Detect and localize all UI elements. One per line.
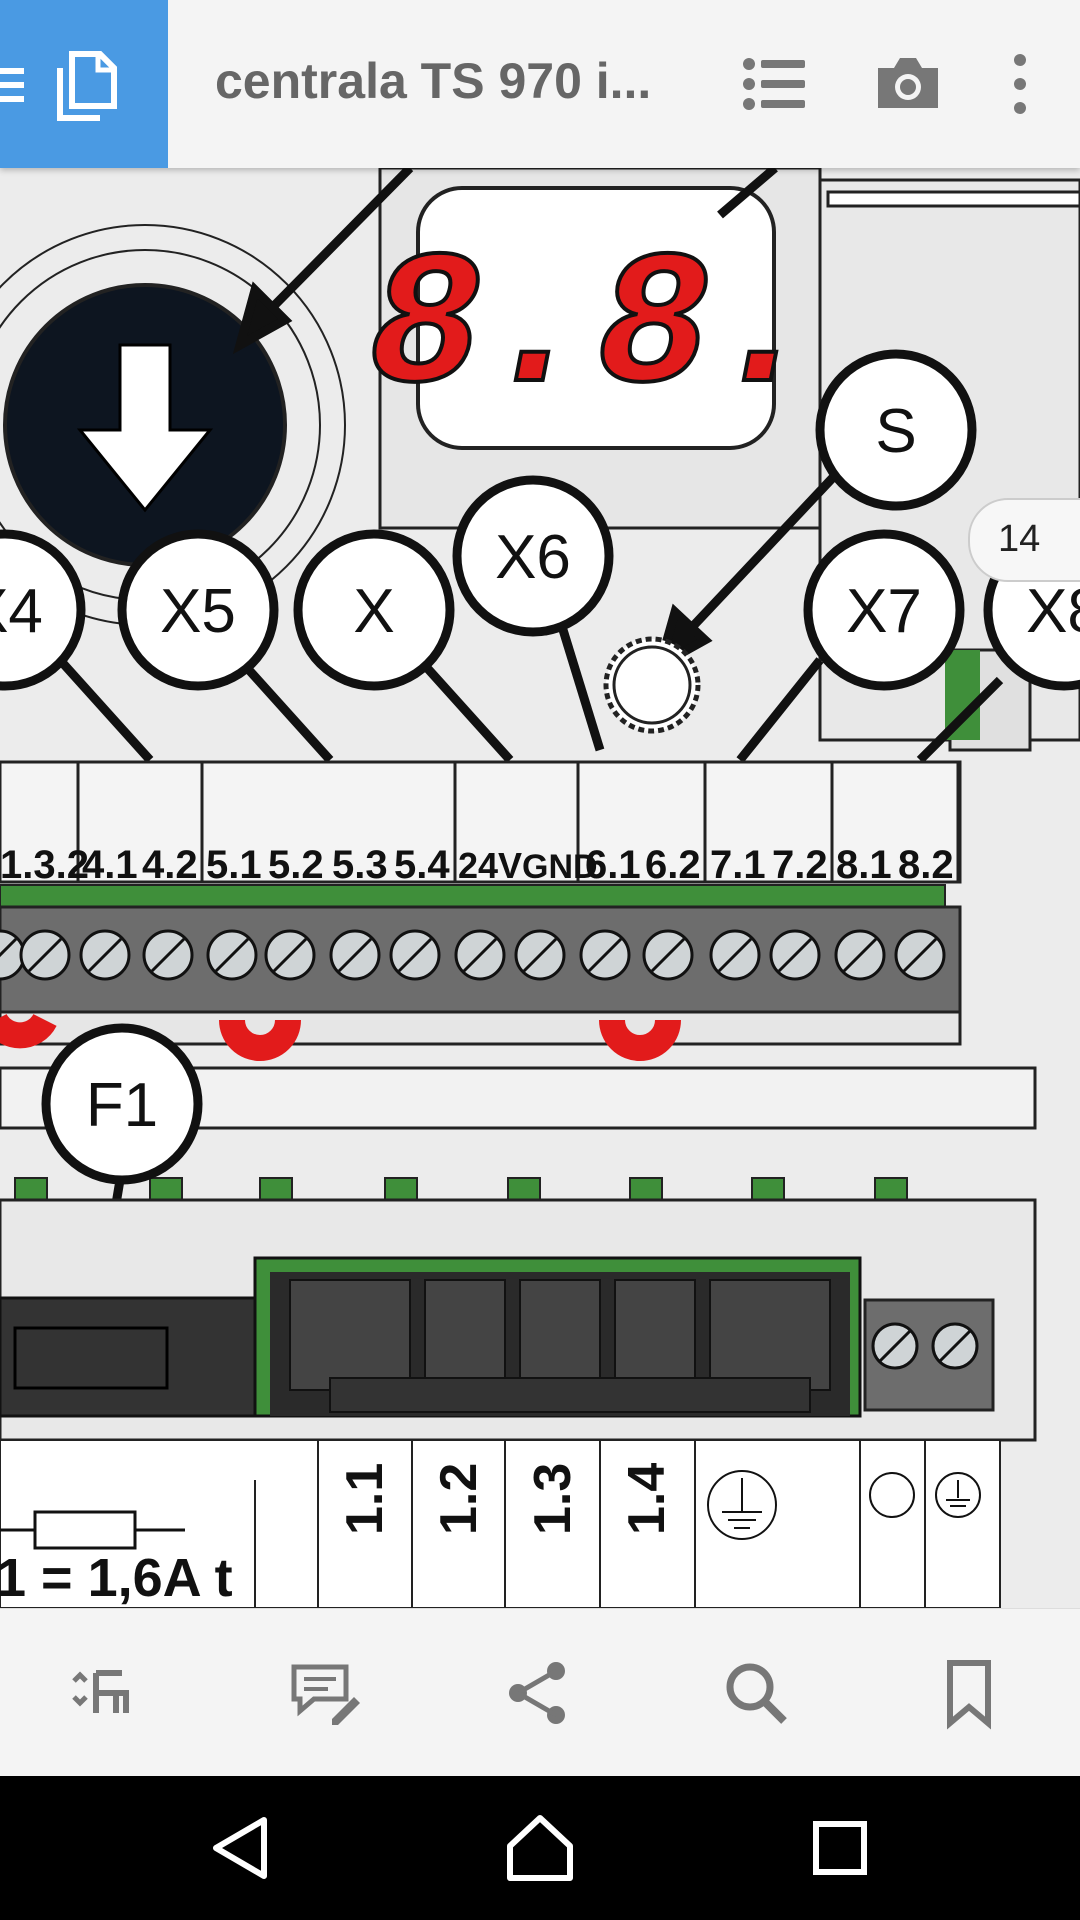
svg-text:X6: X6: [495, 523, 571, 592]
terminal-label: 5.1: [206, 843, 262, 887]
share-icon[interactable]: [498, 1653, 578, 1733]
svg-text:X: X: [353, 577, 394, 646]
svg-text:F1: F1: [86, 1071, 158, 1140]
list-icon[interactable]: [735, 44, 815, 124]
bookmark-icon[interactable]: [930, 1653, 1010, 1733]
wiring-diagram: 8.8.: [0, 168, 1080, 1608]
system-nav-bar: [0, 1776, 1080, 1920]
terminal-label: 7.2: [772, 843, 828, 887]
recents-icon[interactable]: [800, 1808, 880, 1888]
menu-icon[interactable]: [0, 50, 30, 120]
screw-slot: [650, 937, 686, 973]
page-number: 14: [998, 518, 1041, 560]
terminal-label: 8.2: [898, 843, 954, 887]
svg-text:S: S: [875, 397, 916, 466]
home-icon[interactable]: [500, 1808, 580, 1888]
screw-slot: [777, 937, 813, 973]
callout-x4: X4: [0, 529, 86, 691]
bottom-label: 1.3: [524, 1463, 582, 1535]
svg-text:X4: X4: [0, 577, 43, 646]
bottom-label: 1.1: [336, 1463, 394, 1535]
callout-s: S: [815, 349, 977, 511]
screw-slot: [87, 937, 123, 973]
screw-slot: [717, 937, 753, 973]
screw-slot: [150, 937, 186, 973]
app-toolbar: centrala TS 970 i...: [0, 0, 1080, 168]
screw-slot: [902, 937, 938, 973]
terminal-label: 24V: [458, 845, 522, 886]
screw-slot: [842, 937, 878, 973]
terminal-label: 6.1: [585, 843, 641, 887]
comment-edit-icon[interactable]: [284, 1653, 364, 1733]
fuse-rating-text: 1 = 1,6A t: [0, 1548, 233, 1608]
screw-slot: [522, 937, 558, 973]
callout-f1: F1: [41, 1023, 203, 1185]
terminal-label: 5.4: [394, 843, 450, 887]
documents-icon: [57, 51, 117, 121]
terminal-label: 7.1: [710, 843, 766, 887]
terminal-label: 4.1: [82, 843, 138, 887]
terminal-label: GND: [522, 848, 598, 886]
callout-x: X: [293, 529, 455, 691]
bottom-label: 1.2: [430, 1463, 488, 1535]
terminal-label: 8.1: [836, 843, 892, 887]
bottom-toolbar: [0, 1608, 1080, 1777]
reflow-icon[interactable]: [66, 1653, 146, 1733]
more-vert-icon[interactable]: [980, 44, 1060, 124]
documents-button[interactable]: [0, 0, 168, 168]
svg-text:X5: X5: [160, 577, 236, 646]
screw-slot: [272, 937, 308, 973]
screw-slot: [337, 937, 373, 973]
camera-icon[interactable]: [868, 44, 948, 124]
terminal-label: 5.3: [332, 843, 388, 887]
down-arrow-icon: [76, 343, 214, 513]
document-viewer[interactable]: 8.8.: [0, 168, 1080, 1608]
screw-slot: [27, 937, 63, 973]
back-icon[interactable]: [202, 1808, 282, 1888]
bottom-label: 1.4: [618, 1463, 676, 1535]
screw-slot: [587, 937, 623, 973]
led-display: [416, 186, 776, 450]
svg-text:X8: X8: [1026, 577, 1080, 646]
terminal-label: 4.2: [142, 843, 198, 887]
callout-x7: X7: [803, 529, 965, 691]
callout-x6: X6: [452, 475, 614, 637]
screw-slot: [0, 937, 18, 958]
screw-slot: [462, 937, 498, 973]
page-indicator[interactable]: 14: [968, 498, 1080, 582]
search-icon[interactable]: [716, 1653, 796, 1733]
screw-slot: [397, 937, 433, 973]
led-digits: 8.8.: [368, 223, 824, 438]
terminal-label: 5.2: [268, 843, 324, 887]
callout-x5: X5: [117, 529, 279, 691]
terminal-label: 1.3.2: [0, 843, 89, 887]
screw-slot: [214, 937, 250, 973]
terminal-label: 6.2: [645, 843, 701, 887]
svg-text:X7: X7: [846, 577, 922, 646]
document-title: centrala TS 970 i...: [215, 53, 652, 109]
